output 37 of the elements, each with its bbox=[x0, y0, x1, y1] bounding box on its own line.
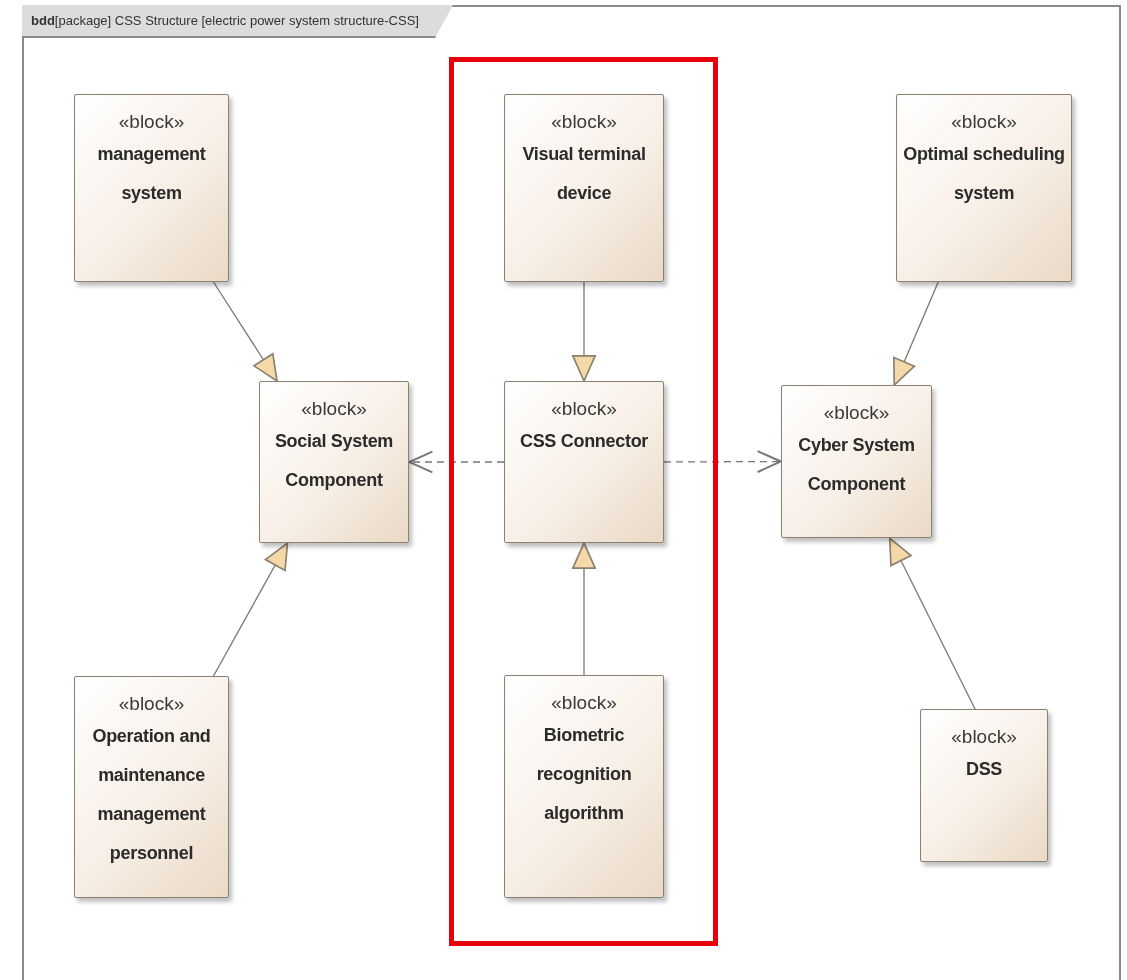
block-box bbox=[74, 676, 229, 898]
block-box bbox=[920, 709, 1048, 862]
generalization-arrow bbox=[212, 281, 278, 382]
dependency-arrow bbox=[408, 450, 505, 474]
stereotype-label: «block» bbox=[823, 401, 890, 425]
block-box bbox=[504, 381, 664, 543]
generalization-arrow bbox=[571, 542, 597, 676]
block-name: Operation and maintenance management personnel bbox=[91, 725, 212, 865]
block-name: Biometric recognition algorithm bbox=[535, 724, 633, 825]
stereotype-label: «block» bbox=[118, 110, 185, 134]
generalization-arrow bbox=[212, 542, 289, 677]
block-box bbox=[259, 381, 409, 543]
block-name: CSS Connector bbox=[519, 430, 649, 453]
block-name: Cyber System Component bbox=[797, 434, 916, 496]
stereotype-label: «block» bbox=[301, 397, 367, 421]
block-box bbox=[896, 94, 1072, 282]
stereotype-label: «block» bbox=[118, 692, 185, 716]
stereotype-label: «block» bbox=[951, 110, 1017, 134]
stereotype-label: «block» bbox=[951, 725, 1017, 749]
generalization-arrow bbox=[893, 281, 939, 386]
block-name: DSS bbox=[965, 758, 1003, 781]
block-name: Social System Component bbox=[273, 430, 395, 492]
generalization-arrow bbox=[571, 281, 597, 382]
block-name: Visual terminal device bbox=[521, 143, 647, 205]
block-box bbox=[504, 675, 664, 898]
highlight-frame bbox=[449, 57, 718, 946]
stereotype-label: «block» bbox=[551, 110, 617, 134]
frame-title: bdd[package] CSS Structure [electric power system structure-CSS] bbox=[22, 5, 453, 38]
stereotype-label: «block» bbox=[551, 691, 617, 715]
block-box bbox=[781, 385, 932, 538]
generalization-arrow bbox=[888, 537, 976, 710]
dependency-arrow bbox=[663, 450, 782, 473]
block-name: Optimal scheduling system bbox=[902, 143, 1066, 205]
stereotype-label: «block» bbox=[551, 397, 617, 421]
block-name: management system bbox=[96, 143, 207, 205]
block-box bbox=[74, 94, 229, 282]
block-box bbox=[504, 94, 664, 282]
